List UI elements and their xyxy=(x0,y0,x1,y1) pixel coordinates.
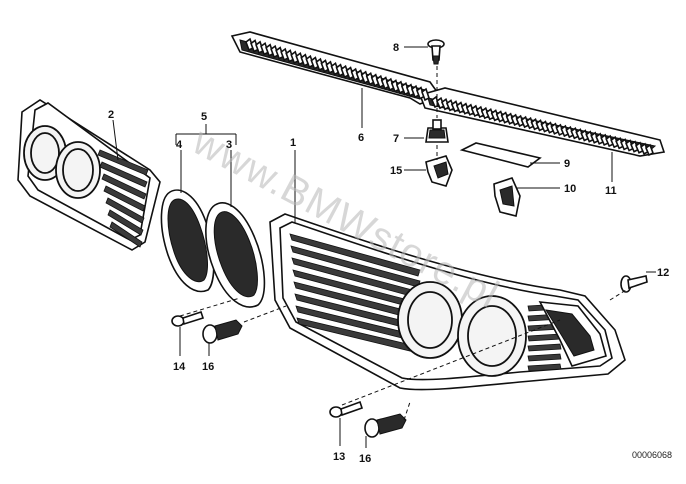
right-slat-small xyxy=(527,363,562,372)
callout-6: 6 xyxy=(358,132,364,144)
kidney-grille-right xyxy=(205,202,266,308)
callout-14: 14 xyxy=(173,361,186,373)
screw-13 xyxy=(329,400,364,418)
left-slat xyxy=(97,149,149,176)
screw-12 xyxy=(620,275,648,293)
callout-12: 12 xyxy=(657,267,669,279)
plate-9 xyxy=(459,142,542,168)
callout-13: 13 xyxy=(333,451,345,463)
kidney-grille-left xyxy=(160,189,215,293)
left-grille xyxy=(17,99,161,251)
leader-lines xyxy=(112,46,656,448)
callout-4: 4 xyxy=(176,139,183,151)
callout-8: 8 xyxy=(393,42,399,54)
callout-10: 10 xyxy=(564,183,576,195)
callout-3: 3 xyxy=(226,139,232,151)
right-slat-small xyxy=(527,353,562,362)
callout-11: 11 xyxy=(605,185,617,197)
left-slat xyxy=(107,209,144,236)
drawing-code: 00006068 xyxy=(632,450,672,460)
clip-10 xyxy=(493,177,521,217)
clip-16-lower xyxy=(364,413,407,438)
right-main-grille xyxy=(269,213,626,391)
clip-16-upper xyxy=(202,319,243,344)
trim-strip-ribs xyxy=(245,37,655,157)
left-slat xyxy=(101,173,147,200)
callout-1: 1 xyxy=(290,137,296,149)
callout-9: 9 xyxy=(564,158,570,170)
callout-16-lower: 16 xyxy=(359,453,371,465)
callout-15: 15 xyxy=(390,165,402,177)
left-slat xyxy=(109,221,143,248)
callout-2: 2 xyxy=(108,109,114,121)
screw-14 xyxy=(171,310,205,327)
left-slat xyxy=(99,161,148,188)
right-slat-small xyxy=(527,343,562,352)
left-slat xyxy=(105,197,145,224)
trim-rib xyxy=(645,143,655,157)
callout-16-upper: 16 xyxy=(202,361,214,373)
left-grille-slats xyxy=(97,149,149,248)
trim-rib xyxy=(421,87,430,102)
clip-7 xyxy=(425,119,449,143)
right-slat xyxy=(289,233,421,277)
right-grille-slats xyxy=(289,233,562,372)
upper-trim-strip xyxy=(230,31,666,157)
left-slat xyxy=(103,185,146,212)
clip-8 xyxy=(427,39,445,65)
bracket-15 xyxy=(425,155,453,187)
callout-5: 5 xyxy=(201,111,207,123)
callout-7: 7 xyxy=(393,133,399,145)
